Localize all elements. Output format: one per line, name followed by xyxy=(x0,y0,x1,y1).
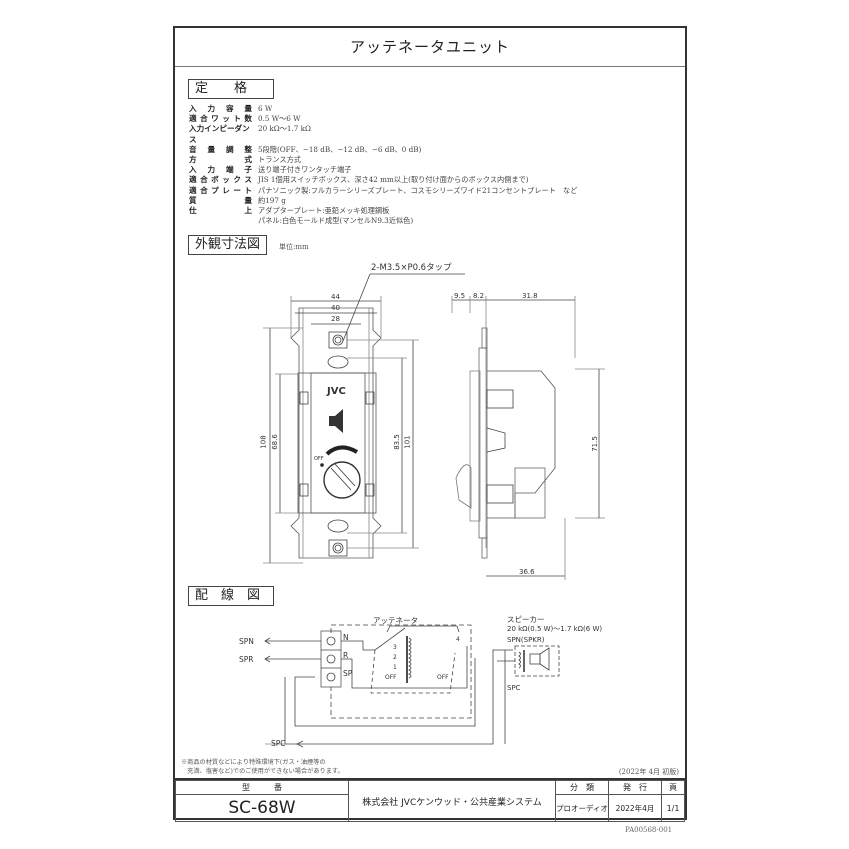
spec-row: 入力容量 6 W xyxy=(189,104,577,114)
spc-speaker-label: SPC xyxy=(507,684,521,692)
dim-31-8: 31.8 xyxy=(522,292,538,300)
spec-value: 6 W xyxy=(258,104,273,113)
spec-key: 音量調整 xyxy=(189,144,252,154)
tap-3: 3 xyxy=(393,644,397,651)
spec-value: 約197 g xyxy=(258,195,286,205)
spec-value: 20 kΩ～1.7 kΩ xyxy=(258,124,311,134)
line-spc: SPC xyxy=(271,739,286,748)
spec-key: 入力容量 xyxy=(189,104,252,113)
spec-value: 5段階(OFF、−18 dB、−12 dB、−6 dB、0 dB) xyxy=(258,144,422,154)
model-header: 型 番 xyxy=(175,780,349,795)
spec-key: 入力端子 xyxy=(189,165,252,175)
spec-row: 適合ワット数 0.5 W～6 W xyxy=(189,114,577,124)
line-spr: SPR xyxy=(239,655,254,664)
spec-row: 入力端子送り端子付きワンタッチ端子 xyxy=(189,165,577,175)
spec-row: 仕上アダプタープレート:亜鉛メッキ処理鋼板 xyxy=(189,206,577,216)
spec-key: 入力インピーダンス xyxy=(189,124,250,144)
tap-off-right: OFF xyxy=(437,674,449,681)
spec-table: 入力容量 6 W 適合ワット数 0.5 W～6 W 入力インピーダンス 20 kΩ～1.7… xyxy=(189,104,577,226)
title-block: 型 番 株式会社 JVCケンウッド・公共産業システム 分 類 発 行 頁 SC-… xyxy=(175,778,685,822)
spec-row: 方式トランス方式 xyxy=(189,155,577,165)
off-label: OFF xyxy=(314,456,324,462)
document-number: PA00568-001 xyxy=(625,826,673,834)
dim-9-5: 9.5 xyxy=(454,292,466,300)
dim-8-2: 8.2 xyxy=(473,292,485,300)
line-spn: SPN xyxy=(239,637,254,646)
spec-row: 入力インピーダンス 20 kΩ～1.7 kΩ xyxy=(189,124,577,144)
dim-101: 101 xyxy=(403,435,412,449)
spec-value: JIS 1個用スイッチボックス、深さ42 mm以上(取り付け面からのボックス内側… xyxy=(258,175,529,185)
spec-value: パナソニック製:フルカラーシリーズプレート、コスモシリーズワイド21コンセントプ… xyxy=(258,185,578,195)
speaker-impedance-range: 20 kΩ(0.5 W)～1.7 kΩ(6 W) xyxy=(507,625,603,633)
spec-key: 適合ボックス xyxy=(189,175,252,185)
dim-36-6: 36.6 xyxy=(519,568,535,576)
dim-83-5: 83.5 xyxy=(392,434,401,450)
unit-label: 単位:mm xyxy=(279,243,309,251)
tap-2: 2 xyxy=(393,654,397,661)
spec-value: パネル:白色モールド成型(マンセルN9.3近似色) xyxy=(258,216,414,226)
issue-date: 2022年4月 xyxy=(608,794,662,822)
spec-row: 適合ボックス JIS 1個用スイッチボックス、深さ42 mm以上(取り付け面からの… xyxy=(189,175,577,185)
dim-28: 28 xyxy=(331,315,340,323)
dimension-drawing xyxy=(263,273,605,748)
section-heading-dimensions: 外観寸法図 xyxy=(188,235,268,255)
section-heading-spec: 定 格 xyxy=(188,79,274,99)
spec-row: 適合プレートパナソニック製:フルカラーシリーズプレート、コスモシリーズワイド21… xyxy=(189,186,577,196)
dim-40: 40 xyxy=(331,304,340,312)
dim-68-6: 68.6 xyxy=(270,434,279,450)
spec-key: 適合プレート xyxy=(189,185,252,195)
tap-1: 1 xyxy=(393,664,397,671)
terminal-sp: SP xyxy=(343,669,353,678)
dim-71-5: 71.5 xyxy=(590,436,599,452)
terminal-n: N xyxy=(343,633,349,642)
dim-44: 44 xyxy=(331,293,340,301)
page-number: 1/1 xyxy=(661,794,685,822)
spec-row: 音量調整 5段階(OFF、−18 dB、−12 dB、−6 dB、0 dB) xyxy=(189,145,577,155)
spec-key: 質量 xyxy=(189,195,252,205)
spec-value: トランス方式 xyxy=(258,155,301,165)
spec-row: 質量約197 g xyxy=(189,196,577,206)
document-title: アッテネータユニット xyxy=(175,28,685,67)
section-heading-wiring: 配 線 図 xyxy=(188,586,274,606)
model-number: SC-68W xyxy=(175,794,349,822)
category-header: 分 類 xyxy=(555,780,609,795)
footnote: ※商品の材質などにより特殊環境下(ガス・油煙等の 充満、塩害など)でのご使用がで… xyxy=(181,758,344,776)
edition-note: (2022年 4月 初版) xyxy=(618,768,679,776)
footnote-line: 充満、塩害など)でのご使用ができない場合があります。 xyxy=(181,768,344,775)
spec-value: アダプタープレート:亜鉛メッキ処理鋼板 xyxy=(258,206,390,216)
terminal-r: R xyxy=(343,651,349,660)
spec-key: 仕上 xyxy=(189,206,252,216)
spec-value: 0.5 W～6 W xyxy=(258,114,301,124)
issue-header: 発 行 xyxy=(608,780,662,795)
jvc-logo: JVC xyxy=(327,386,346,397)
spn-spkr-label: SPN(SPKR) xyxy=(507,636,545,644)
spec-key: 適合ワット数 xyxy=(189,114,252,124)
tap-off-left: OFF xyxy=(385,674,397,681)
dim-108: 108 xyxy=(259,435,268,449)
attenuator-label: アッテネータ xyxy=(373,616,418,625)
tap-4: 4 xyxy=(456,636,460,643)
spec-value: 送り端子付きワンタッチ端子 xyxy=(258,165,352,175)
company-name: 株式会社 JVCケンウッド・公共産業システム xyxy=(348,780,556,822)
category: プロオーディオ xyxy=(555,794,609,822)
page-header: 頁 xyxy=(661,780,685,795)
tap-label: 2-M3.5×P0.6タップ xyxy=(371,263,452,273)
speaker-label: スピーカー xyxy=(507,615,545,624)
spec-key: 方式 xyxy=(189,155,252,165)
footnote-line: ※商品の材質などにより特殊環境下(ガス・油煙等の xyxy=(181,759,326,766)
spec-row: パネル:白色モールド成型(マンセルN9.3近似色) xyxy=(189,216,577,226)
